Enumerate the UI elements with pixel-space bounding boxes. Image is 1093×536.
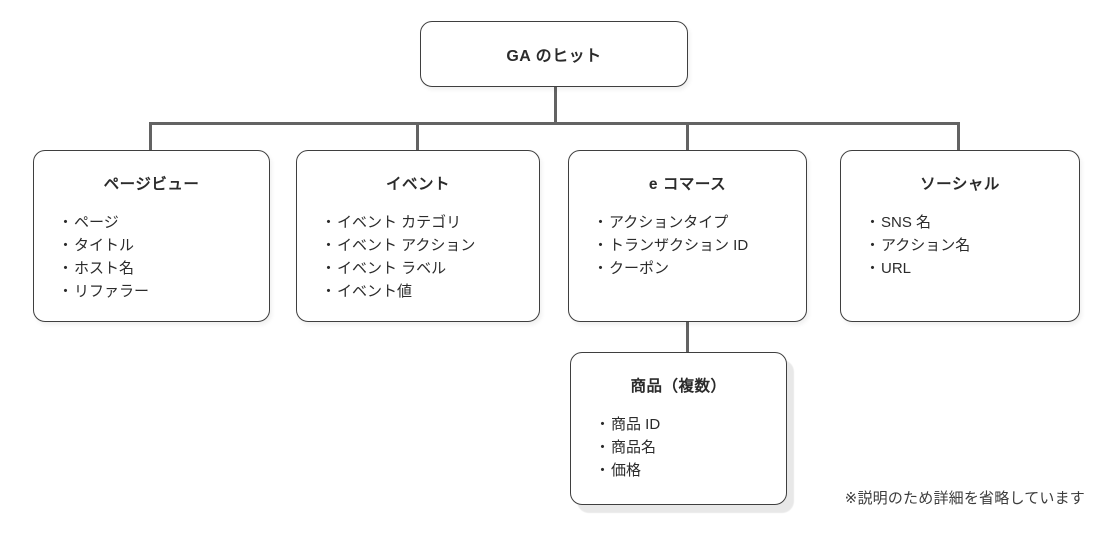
list-item: ・イベント ラベル <box>321 257 533 280</box>
bullet-glyph: ・ <box>321 283 337 300</box>
item-label: URL <box>881 260 912 277</box>
connector-ecommerce-products <box>686 321 689 352</box>
node-ecommerce-title: e コマース <box>648 176 727 193</box>
node-social: ソーシャル ・SNS 名 ・アクション名 ・URL <box>840 150 1080 322</box>
node-products-title: 商品（複数） <box>630 378 727 395</box>
bullet-glyph: ・ <box>595 439 611 456</box>
node-event-items: ・イベント カテゴリ ・イベント アクション ・イベント ラベル ・イベント値 <box>297 211 539 303</box>
list-item: ・アクション名 <box>865 234 1073 257</box>
item-label: 価格 <box>611 462 642 479</box>
list-item: ・イベント カテゴリ <box>321 211 533 234</box>
list-item: ・アクションタイプ <box>593 211 800 234</box>
bullet-glyph: ・ <box>58 214 74 231</box>
node-pageview-items: ・ページ ・タイトル ・ホスト名 ・リファラー <box>34 211 269 303</box>
bullet-glyph: ・ <box>321 237 337 254</box>
list-item: ・トランザクション ID <box>593 234 800 257</box>
bullet-glyph: ・ <box>593 214 609 231</box>
bullet-glyph: ・ <box>865 214 881 231</box>
item-label: イベント カテゴリ <box>337 214 462 231</box>
node-event-title: イベント <box>385 176 450 193</box>
node-ga-hit: GA のヒット <box>420 21 688 87</box>
item-label: SNS 名 <box>881 214 932 231</box>
connector-drop-pageview <box>149 122 152 151</box>
list-item: ・リファラー <box>58 280 263 303</box>
bullet-glyph: ・ <box>865 260 881 277</box>
bullet-glyph: ・ <box>58 260 74 277</box>
connector-drop-social <box>957 122 960 151</box>
item-label: イベント値 <box>337 283 413 300</box>
item-label: タイトル <box>74 237 135 254</box>
list-item: ・ページ <box>58 211 263 234</box>
item-label: ページ <box>74 214 119 231</box>
item-label: イベント アクション <box>337 237 476 254</box>
item-label: イベント ラベル <box>337 260 447 277</box>
connector-drop-ecommerce <box>686 122 689 151</box>
bullet-glyph: ・ <box>595 462 611 479</box>
list-item: ・ホスト名 <box>58 257 263 280</box>
bullet-glyph: ・ <box>865 237 881 254</box>
node-products-items: ・商品 ID ・商品名 ・価格 <box>571 413 786 482</box>
node-social-title: ソーシャル <box>920 176 1000 193</box>
node-pageview: ページビュー ・ページ ・タイトル ・ホスト名 ・リファラー <box>33 150 270 322</box>
list-item: ・商品 ID <box>595 413 780 436</box>
bullet-glyph: ・ <box>595 416 611 433</box>
connector-horizontal <box>149 122 959 125</box>
node-social-items: ・SNS 名 ・アクション名 ・URL <box>841 211 1079 280</box>
node-ga-hit-title: GA のヒット <box>506 48 602 65</box>
bullet-glyph: ・ <box>593 237 609 254</box>
node-ecommerce: e コマース ・アクションタイプ ・トランザクション ID ・クーポン <box>568 150 807 322</box>
node-ecommerce-items: ・アクションタイプ ・トランザクション ID ・クーポン <box>569 211 806 280</box>
list-item: ・イベント アクション <box>321 234 533 257</box>
connector-drop-event <box>416 122 419 151</box>
list-item: ・SNS 名 <box>865 211 1073 234</box>
item-label: 商品 ID <box>611 416 661 433</box>
bullet-glyph: ・ <box>321 260 337 277</box>
node-pageview-title: ページビュー <box>103 176 200 193</box>
bullet-glyph: ・ <box>321 214 337 231</box>
item-label: リファラー <box>74 283 150 300</box>
item-label: アクションタイプ <box>609 214 729 231</box>
node-products: 商品（複数） ・商品 ID ・商品名 ・価格 <box>570 352 787 505</box>
footnote: ※説明のため詳細を省略しています <box>844 490 1085 507</box>
bullet-glyph: ・ <box>58 283 74 300</box>
list-item: ・イベント値 <box>321 280 533 303</box>
item-label: クーポン <box>609 260 670 277</box>
bullet-glyph: ・ <box>58 237 74 254</box>
node-event: イベント ・イベント カテゴリ ・イベント アクション ・イベント ラベル ・イ… <box>296 150 540 322</box>
connector-root-stem <box>554 87 557 125</box>
bullet-glyph: ・ <box>593 260 609 277</box>
item-label: アクション名 <box>881 237 971 254</box>
list-item: ・タイトル <box>58 234 263 257</box>
item-label: ホスト名 <box>74 260 135 277</box>
list-item: ・URL <box>865 257 1073 280</box>
list-item: ・価格 <box>595 459 780 482</box>
list-item: ・商品名 <box>595 436 780 459</box>
item-label: 商品名 <box>611 439 657 456</box>
item-label: トランザクション ID <box>609 237 749 254</box>
list-item: ・クーポン <box>593 257 800 280</box>
